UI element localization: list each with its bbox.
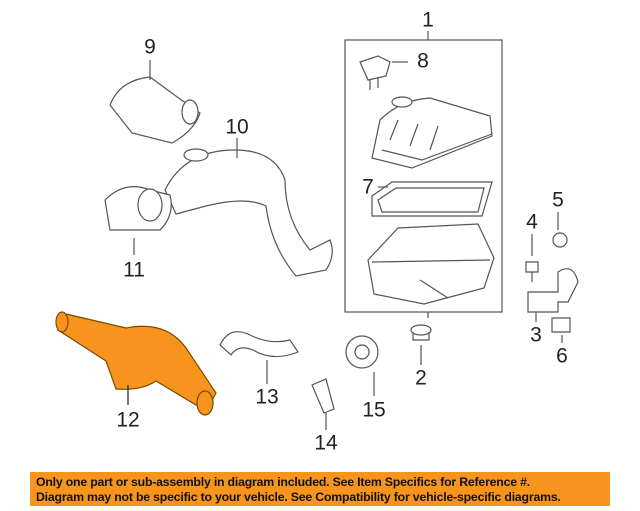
callout-6: 6 [556, 344, 568, 368]
part-3-bracket [527, 268, 579, 322]
part-4-bolt [525, 234, 539, 282]
part-air-cleaner-cover [371, 96, 493, 169]
part-9-duct [109, 60, 201, 144]
disclaimer-banner: Only one part or sub-assembly in diagram… [30, 472, 610, 506]
disclaimer-line-1: Only one part or sub-assembly in diagram… [36, 475, 530, 489]
callout-1: 1 [422, 8, 434, 32]
callout-3: 3 [530, 323, 542, 347]
callout-13: 13 [255, 385, 279, 409]
callout-10: 10 [225, 115, 249, 139]
part-5-nut [552, 212, 568, 248]
callout-5: 5 [552, 188, 564, 212]
part-15-valve [345, 335, 379, 396]
part-13-hose [219, 331, 299, 384]
callout-11: 11 [123, 258, 145, 282]
part-11-resonator [104, 186, 172, 255]
part-14-bracket [311, 378, 335, 430]
callout-8: 8 [417, 49, 429, 73]
part-air-cleaner-lower [367, 223, 495, 305]
part-2-grommet [410, 324, 432, 365]
callout-2: 2 [415, 366, 427, 390]
part-10-duct [164, 138, 333, 277]
part-12-intake-duct [55, 311, 217, 416]
part-8-sensor [359, 55, 408, 90]
disclaimer-line-2: Diagram may not be specific to your vehi… [36, 490, 561, 504]
part-6-grommet [551, 317, 571, 343]
callout-9: 9 [144, 35, 156, 59]
assembly-box [344, 39, 503, 313]
callout-7: 7 [362, 175, 374, 199]
part-7-filter [371, 181, 493, 217]
callout-4: 4 [526, 210, 538, 234]
callout-12: 12 [116, 408, 140, 432]
callout-15: 15 [362, 398, 386, 422]
callout-14: 14 [314, 431, 338, 455]
